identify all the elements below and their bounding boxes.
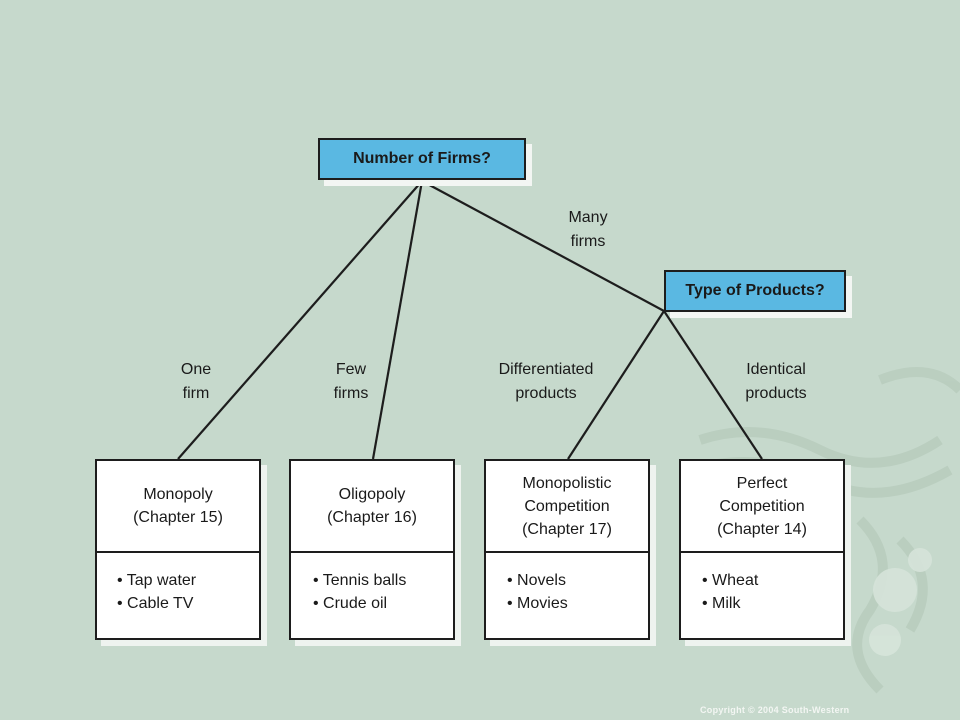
edge-differentiated	[567, 310, 665, 460]
example-item: • Cable TV	[117, 595, 194, 612]
outcome-title: Oligopoly (Chapter 16)	[291, 461, 453, 553]
outcome-title-line: (Chapter 16)	[327, 509, 417, 526]
edge-label-line: One	[180, 361, 212, 378]
example-item: • Tennis balls	[313, 572, 407, 589]
edge-label-line: firms	[333, 385, 369, 402]
outcome-title-line: Monopolistic	[522, 474, 612, 492]
edge-label-line: products	[515, 385, 577, 402]
edge-many-firms	[421, 180, 665, 312]
edge-label-line: Few	[335, 361, 367, 378]
edge-label-line: Differentiated	[498, 361, 594, 378]
outcome-title-line: Monopoly	[143, 486, 213, 503]
example-item: • Milk	[702, 595, 741, 612]
edge-label-line: Identical	[746, 361, 806, 378]
outcome-examples: • Tap water • Cable TV	[97, 553, 259, 615]
type-of-products-label: Type of Products?	[685, 282, 825, 299]
edge-label-few-firms: Few firms	[281, 358, 421, 406]
example-item: • Novels	[507, 572, 566, 589]
edge-label-line: firms	[570, 233, 606, 250]
outcome-monopolistic-competition: Monopolistic Competition (Chapter 17) • …	[484, 459, 650, 640]
outcome-title-line: Perfect	[736, 474, 788, 492]
outcome-title-line: (Chapter 14)	[717, 520, 807, 538]
outcome-title: Monopolistic Competition (Chapter 17)	[486, 461, 648, 553]
outcome-title-line: Competition	[524, 497, 610, 515]
edge-label-one-firm: One firm	[126, 358, 266, 406]
example-item: • Movies	[507, 595, 568, 612]
outcome-examples: • Tennis balls • Crude oil	[291, 553, 453, 615]
outcome-title-line: Competition	[719, 497, 805, 515]
outcome-title: Perfect Competition (Chapter 14)	[681, 461, 843, 553]
edge-identical	[663, 310, 763, 460]
edge-label-differentiated: Differentiated products	[476, 358, 616, 406]
edge-label-line: firm	[182, 385, 210, 402]
example-item: • Wheat	[702, 572, 759, 589]
example-item: • Tap water	[117, 572, 197, 589]
copyright-notice: Copyright © 2004 South-Western	[700, 705, 850, 715]
outcome-title: Monopoly (Chapter 15)	[97, 461, 259, 553]
outcome-examples: • Wheat • Milk	[681, 553, 843, 615]
number-of-firms-node: Number of Firms?	[318, 138, 526, 180]
edge-few-firms	[371, 180, 424, 460]
outcome-oligopoly: Oligopoly (Chapter 16) • Tennis balls • …	[289, 459, 455, 640]
edge-one-firm	[177, 180, 423, 460]
outcome-examples: • Novels • Movies	[486, 553, 648, 615]
edge-label-line: products	[745, 385, 807, 402]
number-of-firms-label: Number of Firms?	[353, 150, 491, 167]
outcome-perfect-competition: Perfect Competition (Chapter 14) • Wheat…	[679, 459, 845, 640]
example-item: • Crude oil	[313, 595, 388, 612]
type-of-products-node: Type of Products?	[664, 270, 846, 312]
outcome-title-line: Oligopoly	[338, 486, 406, 503]
outcome-title-line: (Chapter 17)	[522, 520, 612, 538]
edge-label-many-firms: Many firms	[518, 206, 658, 254]
outcome-title-line: (Chapter 15)	[133, 509, 223, 526]
edge-label-identical: Identical products	[706, 358, 846, 406]
edge-label-line: Many	[568, 209, 608, 226]
outcome-monopoly: Monopoly (Chapter 15) • Tap water • Cabl…	[95, 459, 261, 640]
